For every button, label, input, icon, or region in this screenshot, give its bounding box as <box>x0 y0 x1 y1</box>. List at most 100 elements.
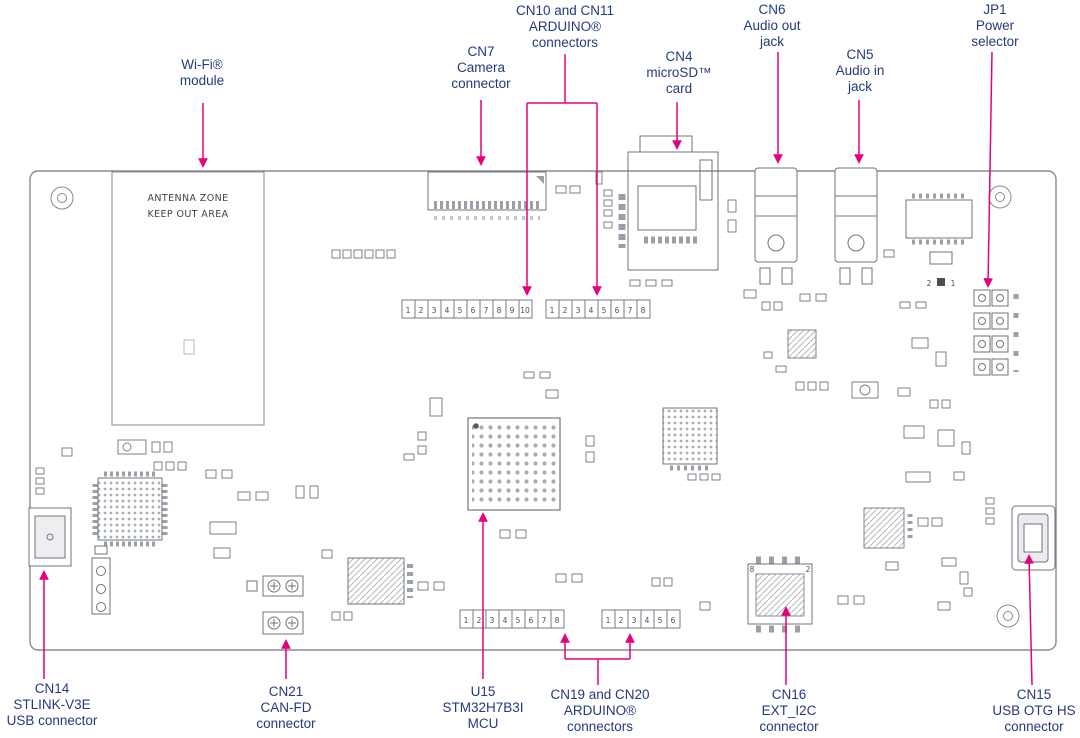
callout-cn6-audio-out: CN6 Audio out jack <box>743 2 800 50</box>
callout-arrows <box>39 51 1035 686</box>
camera-connector-cn7 <box>427 171 547 220</box>
pin-label: 4 <box>445 306 450 315</box>
pin-label: 3 <box>490 616 495 625</box>
callout-line: CN7 <box>467 44 495 59</box>
callout-line: Audio in <box>835 63 885 78</box>
pin-label: 10 <box>520 306 530 315</box>
jp1-pin1-label: 1 <box>951 279 956 288</box>
callout-cn14-stlink: CN14 STLINK-V3E USB connector <box>7 681 98 729</box>
callout-line: CAN-FD <box>260 700 312 715</box>
callout-line: CN6 <box>758 2 786 17</box>
pin-label: 1 <box>550 306 555 315</box>
callout-line: CN5 <box>846 47 874 62</box>
audio-in-jack-cn5 <box>834 167 878 285</box>
callout-line: connectors <box>566 719 634 734</box>
ext-i2c-cn16: 8 2 <box>747 556 813 633</box>
callout-line: CN10 and CN11 <box>515 3 615 18</box>
callout-line: U15 <box>470 684 496 699</box>
callout-line: connector <box>256 716 316 731</box>
pin-label: 2 <box>563 306 568 315</box>
cn16-pin2-label: 2 <box>806 565 811 574</box>
pin-label: 6 <box>529 616 534 625</box>
callout-wifi-module: Wi-Fi® module <box>180 57 224 89</box>
callout-line: ARDUINO® <box>563 703 637 718</box>
pin-label: 2 <box>619 616 624 625</box>
ic-bottom-left <box>347 557 413 605</box>
callout-cn16-ext-i2c: CN16 EXT_I2C connector <box>759 687 818 735</box>
callout-line: CN4 <box>665 49 693 64</box>
microsd-cn4 <box>618 135 719 271</box>
callout-line: CN19 and CN20 <box>550 687 650 702</box>
usb-otg-cn15 <box>1011 505 1056 571</box>
callout-cn10-cn11-arduino: CN10 and CN11 ARDUINO® connectors <box>516 3 614 51</box>
callout-line: jack <box>847 79 873 94</box>
keep-out-text: KEEP OUT AREA <box>147 209 228 220</box>
jp1-pin2-label: 2 <box>927 279 932 288</box>
callout-line: CN14 <box>34 681 70 696</box>
callout-line: Camera <box>456 60 506 75</box>
callout-line: connector <box>1004 719 1064 734</box>
audio-out-jack-cn6 <box>754 167 798 285</box>
pin-label: 4 <box>589 306 594 315</box>
passive-components <box>35 171 995 621</box>
arduino-header-cn11: 1 2 3 4 5 6 7 8 <box>545 299 651 319</box>
callout-cn7-camera: CN7 Camera connector <box>451 44 510 92</box>
callout-line: ARDUINO® <box>528 19 602 34</box>
pin-label: 7 <box>542 616 547 625</box>
can-fd-cn21 <box>246 575 304 635</box>
pin-label: 2 <box>419 306 424 315</box>
callout-line: USB OTG HS <box>992 703 1076 718</box>
callout-cn19-cn20-arduino: CN19 and CN20 ARDUINO® connectors <box>550 687 649 735</box>
pin-label: 8 <box>497 306 502 315</box>
callout-line: card <box>665 81 693 96</box>
pin-label: 4 <box>503 616 508 625</box>
pin-label: 3 <box>632 616 637 625</box>
pin-label: 1 <box>406 306 411 315</box>
callout-line: STM32H7B3I <box>442 700 524 715</box>
callout-line: module <box>179 73 225 88</box>
callout-line: CN16 <box>771 687 807 702</box>
callout-line: connector <box>451 76 511 91</box>
pin-label: 2 <box>477 616 482 625</box>
jp1-power-selector <box>973 289 1019 376</box>
pin-label: 3 <box>576 306 581 315</box>
callout-line: jack <box>759 34 785 49</box>
callout-line: STLINK-V3E <box>13 697 91 712</box>
callout-jp1-power: JP1 Power selector <box>971 2 1018 50</box>
arduino-header-cn19: 1 2 3 4 5 6 7 8 <box>459 609 565 629</box>
callout-line: microSD™ <box>646 65 712 80</box>
pin-label: 3 <box>432 306 437 315</box>
ic-mid <box>662 407 718 471</box>
callout-line: USB connector <box>6 713 98 728</box>
cn16-pin8-label: 8 <box>750 565 755 574</box>
callout-line: connectors <box>531 35 599 50</box>
arduino-header-cn20: 1 2 3 4 5 6 <box>601 609 681 629</box>
pin-label: 9 <box>510 306 515 315</box>
callout-line: CN21 <box>268 684 304 699</box>
pin-label: 8 <box>641 306 646 315</box>
wifi-antenna-zone: ANTENNA ZONE KEEP OUT AREA <box>111 171 265 426</box>
qfp-left <box>92 471 168 547</box>
pin-label: 6 <box>471 306 476 315</box>
pin-label: 5 <box>458 306 463 315</box>
pin-label: 7 <box>484 306 489 315</box>
pin-label: 5 <box>602 306 607 315</box>
callout-line: selector <box>971 34 1019 49</box>
callout-cn21-canfd: CN21 CAN-FD connector <box>256 684 315 732</box>
mcu-u15 <box>467 417 561 511</box>
callout-line: JP1 <box>983 2 1007 17</box>
callout-line: CN15 <box>1016 687 1052 702</box>
callout-line: connector <box>759 719 819 734</box>
pin-label: 5 <box>516 616 521 625</box>
arrow-cn15 <box>1024 554 1035 686</box>
callout-line: Audio out <box>743 18 801 33</box>
pin-label: 1 <box>606 616 611 625</box>
pin-label: 8 <box>555 616 560 625</box>
callout-cn15-usb-otg: CN15 USB OTG HS connector <box>992 687 1075 735</box>
pin-label: 7 <box>628 306 633 315</box>
stlink-usb-cn14 <box>28 507 72 567</box>
pin-label: 6 <box>615 306 620 315</box>
left-pin-connector <box>91 545 111 615</box>
callout-line: EXT_I2C <box>761 703 817 718</box>
